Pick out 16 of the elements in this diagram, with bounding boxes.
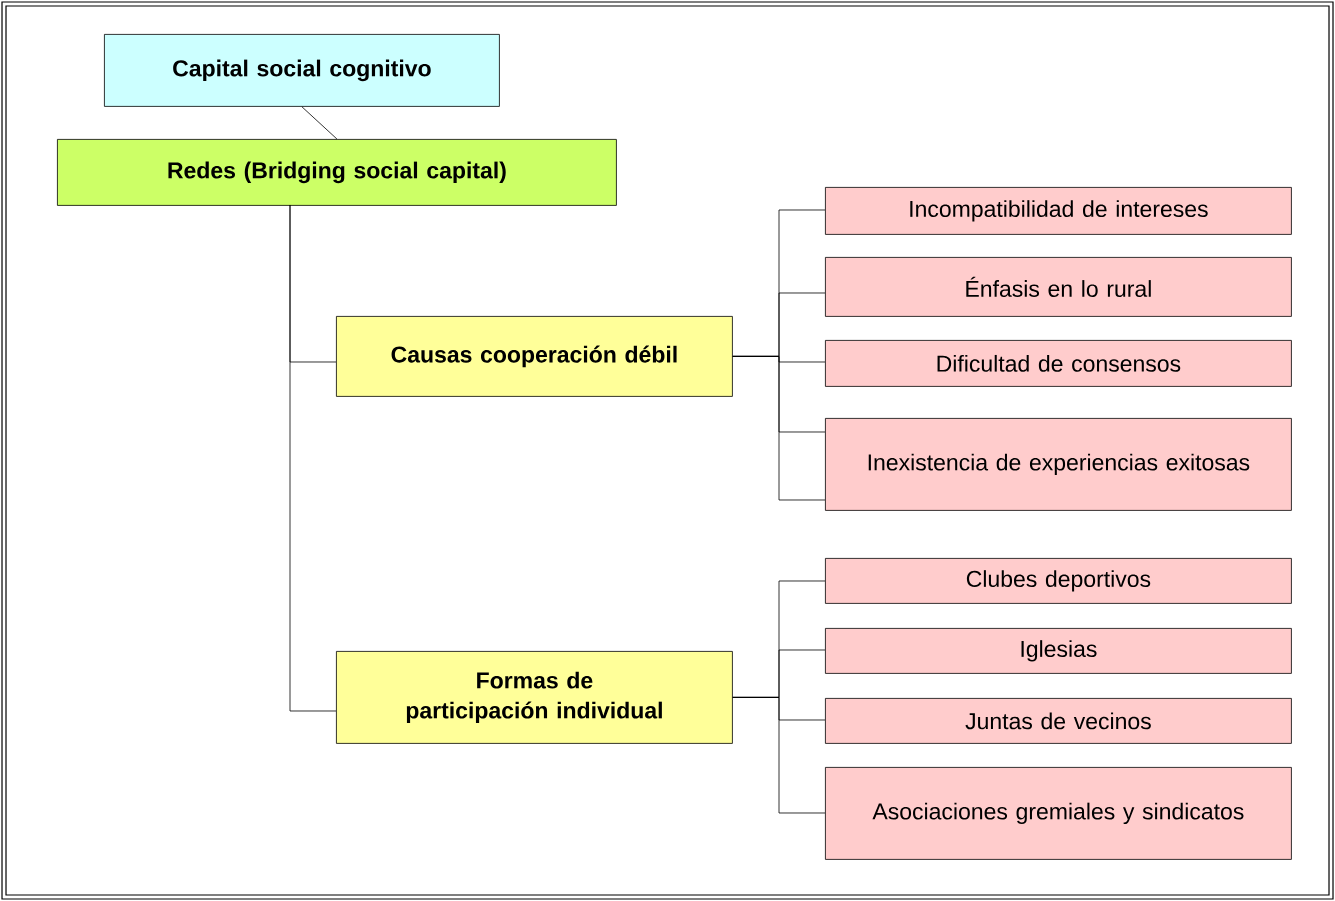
item-box: Incompatibilidad de intereses (825, 187, 1292, 235)
connector-line (301, 106, 338, 140)
connector-line (732, 356, 826, 501)
category-box: Redes (Bridging social capital) (57, 139, 617, 206)
item-box: Inexistencia de experiencias exitosas (825, 418, 1292, 511)
category-box: Causas cooperación débil (336, 316, 733, 397)
item-box: Dificultad de consensos (825, 340, 1292, 387)
item-box: Juntas de vecinos (825, 698, 1292, 744)
item-box: Iglesias (825, 628, 1292, 674)
item-box: Clubes deportivos (825, 558, 1292, 604)
category-box: Formas de participación individual (336, 651, 733, 744)
connector-line (732, 697, 826, 814)
heading-box: Capital social cognitivo (104, 34, 500, 107)
item-box: Énfasis en lo rural (825, 257, 1292, 317)
item-box: Asociaciones gremiales y sindicatos (825, 767, 1292, 860)
connector-line (289, 204, 337, 712)
